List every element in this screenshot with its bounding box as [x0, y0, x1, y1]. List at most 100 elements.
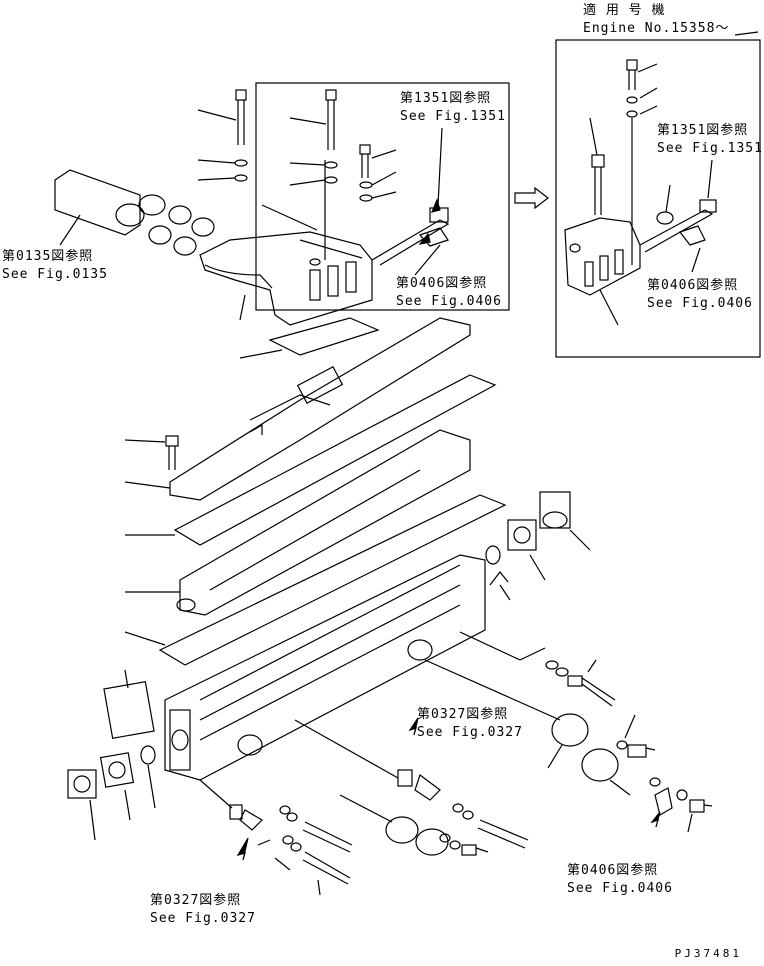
- bolt: [289, 89, 337, 150]
- o-ring: [485, 545, 501, 565]
- washer: [449, 840, 461, 850]
- bolt: [567, 675, 616, 707]
- washer: [462, 810, 474, 820]
- bolt: [589, 117, 605, 215]
- reference-arrow: [430, 198, 441, 213]
- bolt: [627, 744, 656, 758]
- ref-1351-main-en: See Fig.1351: [400, 109, 506, 124]
- ref-1351-inset-en: See Fig.1351: [657, 141, 763, 156]
- ref-0135-en: See Fig.0135: [2, 267, 108, 282]
- washer: [359, 181, 373, 189]
- elbow-plate: [551, 713, 589, 747]
- applicability-engine: Engine No.15358～: [583, 21, 730, 36]
- o-ring: [191, 217, 215, 237]
- clamp: [239, 809, 263, 831]
- connector-pipe: [639, 209, 714, 253]
- bolt: [689, 799, 713, 813]
- washer: [555, 667, 569, 677]
- reference-arrow: [236, 837, 249, 861]
- bolt: [461, 844, 489, 856]
- ref-0135-jp: 第0135図参照: [2, 249, 94, 264]
- reference-arrow: [418, 232, 431, 245]
- ref-1351-inset-jp: 第1351図参照: [657, 123, 749, 138]
- clamp: [414, 774, 441, 801]
- inset-frame: [555, 39, 761, 358]
- washer: [234, 159, 248, 167]
- washer: [324, 176, 338, 184]
- washer: [452, 803, 464, 813]
- connector-pipe: [371, 219, 450, 266]
- washer: [279, 805, 291, 815]
- bolt: [477, 819, 529, 849]
- washer: [649, 777, 661, 787]
- reference-arrow: [650, 811, 661, 828]
- washer: [282, 835, 294, 845]
- applicability-title: 適 用 号 機: [583, 3, 666, 18]
- inset-arrow: [514, 186, 549, 210]
- ref-0327-mid-jp: 第0327図参照: [417, 707, 509, 722]
- fitting: [654, 787, 673, 816]
- o-ring: [148, 225, 172, 245]
- o-ring: [168, 205, 192, 225]
- inspection-cover: [103, 681, 155, 739]
- washer: [234, 174, 248, 182]
- o-ring: [173, 236, 197, 256]
- bolt: [197, 89, 247, 145]
- ref-0327-low: 第0327図参照 See Fig.0327: [150, 892, 256, 928]
- ref-0406-main: 第0406図参照 See Fig.0406: [396, 275, 502, 311]
- bolt: [124, 435, 179, 470]
- ref-0406-inset-jp: 第0406図参照: [647, 278, 739, 293]
- ref-1351-inset: 第1351図参照 See Fig.1351: [657, 122, 763, 158]
- ref-1351-main: 第1351図参照 See Fig.1351: [400, 90, 506, 126]
- ref-0135: 第0135図参照 See Fig.0135: [2, 248, 108, 284]
- bolt: [359, 144, 397, 178]
- aftercooler-cover: [124, 317, 471, 501]
- ref-0406-low: 第0406図参照 See Fig.0406: [567, 862, 673, 898]
- washer: [616, 740, 628, 750]
- core-gasket: [124, 494, 507, 666]
- cover-gasket: [125, 374, 497, 546]
- spacer: [397, 769, 413, 787]
- manifold-gasket: [239, 317, 380, 359]
- ref-0406-low-en: See Fig.0406: [567, 881, 673, 896]
- ref-0327-low-en: See Fig.0327: [150, 911, 256, 926]
- washer: [545, 660, 559, 670]
- intake-pipe: [54, 169, 166, 246]
- outlet-flange: [539, 491, 571, 529]
- flange-gasket: [507, 519, 537, 551]
- elbow-plate: [385, 816, 419, 844]
- exhaust-manifold: [564, 217, 641, 326]
- ref-0406-main-jp: 第0406図参照: [396, 276, 488, 291]
- cover-plate: [581, 748, 619, 782]
- ref-0406-inset-en: See Fig.0406: [647, 296, 753, 311]
- ref-1351-main-jp: 第1351図参照: [400, 91, 492, 106]
- flange: [67, 769, 97, 799]
- washer: [286, 812, 298, 822]
- upper-detail-frame: [255, 82, 510, 311]
- spacer: [229, 804, 243, 820]
- washer: [626, 110, 638, 118]
- aftercooler-core: [125, 429, 471, 616]
- ref-0327-low-jp: 第0327図参照: [150, 893, 242, 908]
- cover-plate: [415, 828, 449, 856]
- fitting: [699, 199, 717, 213]
- intake-manifold-body: [164, 554, 486, 781]
- washer: [290, 842, 302, 852]
- flange-gasket: [99, 752, 135, 788]
- drawing-code: PJ37481: [674, 947, 742, 960]
- ref-0406-inset: 第0406図参照 See Fig.0406: [647, 277, 753, 313]
- washer: [676, 789, 688, 801]
- washer: [359, 194, 373, 202]
- ref-0406-low-jp: 第0406図参照: [567, 863, 659, 878]
- bolt: [626, 59, 658, 90]
- elbow-fitting: [679, 225, 706, 246]
- washer: [626, 96, 638, 104]
- applicability-note: 適 用 号 機 Engine No.15358～: [583, 2, 729, 38]
- o-ring: [140, 745, 156, 765]
- exhaust-manifold: [199, 231, 373, 326]
- ref-0327-mid-en: See Fig.0327: [417, 725, 523, 740]
- ref-0327-mid: 第0327図参照 See Fig.0327: [417, 706, 523, 742]
- bolt: [302, 821, 353, 853]
- reference-arrow: [408, 717, 419, 736]
